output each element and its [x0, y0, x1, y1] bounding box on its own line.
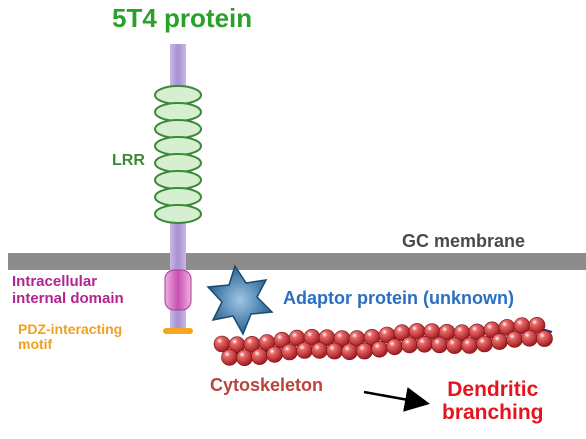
cytoskeleton-bead — [506, 331, 523, 348]
cytoskeleton-bead — [491, 333, 508, 350]
lrr-ring — [154, 187, 202, 207]
cytoskeleton-bead — [401, 336, 418, 354]
cytoskeleton-bead — [416, 335, 433, 353]
pdz-label-line2: motif — [18, 336, 53, 353]
cytoskeleton-bead — [476, 335, 493, 353]
pdz-label: PDZ-interacting motif — [18, 321, 123, 353]
lrr-ring — [154, 153, 202, 173]
pdz-label-line1: PDZ-interacting — [18, 321, 123, 337]
dendritic-label-line1: Dendritic — [447, 378, 539, 401]
cytoskeleton-bead — [221, 349, 238, 366]
pdz-motif — [163, 328, 193, 334]
dendritic-branching-label: Dendritic branching — [442, 378, 544, 424]
cytoskeleton-bead — [341, 343, 358, 361]
cytoskeleton-bead — [431, 336, 448, 354]
intracellular-domain — [164, 269, 192, 311]
adaptor-protein-star — [206, 264, 274, 336]
intracellular-domain-label: Intracellular internal domain — [12, 273, 124, 307]
lrr-domain — [154, 85, 202, 224]
cytoskeleton-filament — [213, 316, 553, 367]
diagram-title: 5T4 protein — [112, 3, 253, 33]
cytoskeleton-label: Cytoskeleton — [210, 375, 324, 395]
cytoskeleton-bead — [521, 329, 538, 347]
cytoskeleton-bead — [528, 316, 546, 334]
cytoskeleton-bead — [326, 342, 343, 360]
cytoskeleton-bead — [386, 338, 403, 356]
cytoskeleton-bead — [251, 348, 268, 365]
lrr-ring — [154, 119, 202, 139]
adaptor-protein-label: Adaptor protein (unknown) — [283, 288, 514, 308]
lrr-ring — [154, 204, 202, 224]
cytoskeleton-bead — [371, 340, 388, 358]
arrow — [363, 387, 430, 412]
lrr-ring — [154, 170, 202, 190]
lrr-ring — [154, 136, 202, 156]
cytoskeleton-bead — [296, 342, 313, 359]
dendritic-label-line2: branching — [442, 401, 544, 425]
membrane-label: GC membrane — [402, 231, 526, 251]
lrr-ring — [154, 102, 202, 122]
cytoskeleton-bead — [266, 346, 283, 363]
intracellular-label-line2: internal domain — [12, 289, 124, 307]
cytoskeleton-bead — [281, 343, 298, 361]
gc-membrane — [8, 253, 586, 270]
intracellular-label-line1: Intracellular — [12, 273, 98, 290]
lrr-label: LRR — [112, 152, 145, 169]
cytoskeleton-bead — [446, 337, 463, 354]
lrr-ring — [154, 85, 202, 105]
cytoskeleton-bead — [236, 349, 253, 367]
cytoskeleton-bead — [311, 342, 328, 359]
cytoskeleton-bead — [461, 337, 478, 354]
cytoskeleton-bead — [536, 330, 553, 347]
cytoskeleton-bead — [356, 342, 373, 360]
